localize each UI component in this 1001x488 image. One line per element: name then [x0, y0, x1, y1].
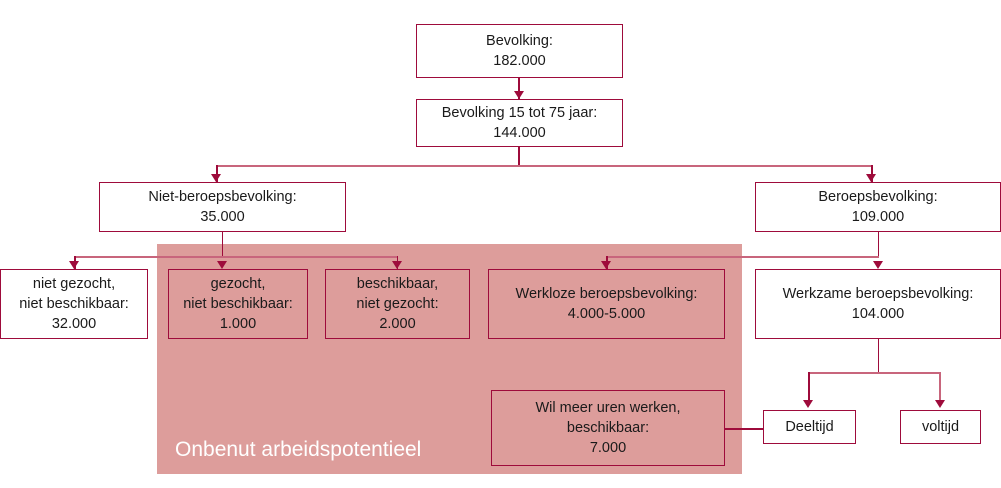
node-wil-meer-uren-werken-label: Wil meer uren werken, beschikbaar: 7.000 — [535, 400, 681, 456]
connector-niet-beroeps-bus — [74, 256, 397, 258]
arrow-to-voltijd — [934, 400, 945, 408]
node-bevolking-label: Bevolking: 182.000 — [486, 33, 553, 69]
connector-werkzame-stem — [877, 339, 880, 373]
node-wil-meer-uren-werken[interactable]: Wil meer uren werken, beschikbaar: 7.000 — [491, 390, 725, 466]
node-bevolking[interactable]: Bevolking: 182.000 — [416, 24, 623, 78]
arrow-to-niet-gezocht-niet-beschikbaar — [69, 261, 80, 269]
arrow-to-werkzame-beroepsbevolking — [872, 261, 883, 269]
connector-werkzame-bus — [808, 372, 941, 374]
connector-bevolking-to-15-75 — [518, 77, 520, 99]
connector-15-75-stem — [518, 146, 520, 166]
connector-bus-to-niet-beroeps — [216, 165, 218, 182]
connector-bus-to-deeltijd — [808, 372, 810, 402]
arrow-to-werkloze-beroepsbevolking — [601, 261, 612, 269]
node-werkzame-beroepsbevolking[interactable]: Werkzame beroepsbevolking: 104.000 — [755, 269, 1001, 339]
node-beschikbaar-niet-gezocht-label: beschikbaar, niet gezocht: 2.000 — [356, 276, 439, 332]
connector-beroeps-stem — [877, 231, 880, 257]
node-niet-gezocht-niet-beschikbaar-label: niet gezocht, niet beschikbaar: 32.000 — [19, 276, 129, 332]
arrow-to-deeltijd — [803, 400, 814, 408]
node-gezocht-niet-beschikbaar-label: gezocht, niet beschikbaar: 1.000 — [183, 276, 293, 332]
node-werkloze-beroepsbevolking[interactable]: Werkloze beroepsbevolking: 4.000-5.000 — [488, 269, 725, 339]
connector-wil-meer-uren-to-deeltijd — [725, 428, 764, 430]
node-gezocht-niet-beschikbaar[interactable]: gezocht, niet beschikbaar: 1.000 — [168, 269, 308, 339]
region-label: Onbenut arbeidspotentieel — [175, 438, 422, 461]
node-bevolking-15-tot-75-jaar-label: Bevolking 15 tot 75 jaar: 144.000 — [441, 105, 598, 141]
node-bevolking-15-tot-75-jaar[interactable]: Bevolking 15 tot 75 jaar: 144.000 — [416, 99, 623, 147]
arrow-to-niet-beroepsbevolking — [211, 174, 222, 182]
connector-bus-to-beroeps — [871, 165, 873, 182]
node-voltijd[interactable]: voltijd — [900, 410, 981, 444]
node-deeltijd[interactable]: Deeltijd — [763, 410, 856, 444]
connector-bus-to-voltijd — [939, 372, 941, 402]
arrow-to-beroepsbevolking — [866, 174, 877, 182]
node-beroepsbevolking-label: Beroepsbevolking: 109.000 — [818, 189, 938, 225]
arrow-to-gezocht-niet-beschikbaar — [216, 261, 227, 269]
connector-niet-beroeps-stem — [221, 231, 224, 257]
connector-split-bus-top — [216, 165, 872, 167]
connector-beroeps-bus — [606, 256, 879, 258]
node-werkloze-beroepsbevolking-label: Werkloze beroepsbevolking: 4.000-5.000 — [515, 286, 698, 322]
node-niet-gezocht-niet-beschikbaar[interactable]: niet gezocht, niet beschikbaar: 32.000 — [0, 269, 148, 339]
node-voltijd-label: voltijd — [921, 419, 960, 435]
arrow-bevolking-to-15-75 — [513, 91, 524, 99]
node-werkzame-beroepsbevolking-label: Werkzame beroepsbevolking: 104.000 — [782, 286, 974, 322]
node-beschikbaar-niet-gezocht[interactable]: beschikbaar, niet gezocht: 2.000 — [325, 269, 470, 339]
node-niet-beroepsbevolking[interactable]: Niet-beroepsbevolking: 35.000 — [99, 182, 346, 232]
node-deeltijd-label: Deeltijd — [785, 419, 834, 435]
node-beroepsbevolking[interactable]: Beroepsbevolking: 109.000 — [755, 182, 1001, 232]
node-niet-beroepsbevolking-label: Niet-beroepsbevolking: 35.000 — [148, 189, 297, 225]
arrow-to-beschikbaar-niet-gezocht — [391, 261, 402, 269]
